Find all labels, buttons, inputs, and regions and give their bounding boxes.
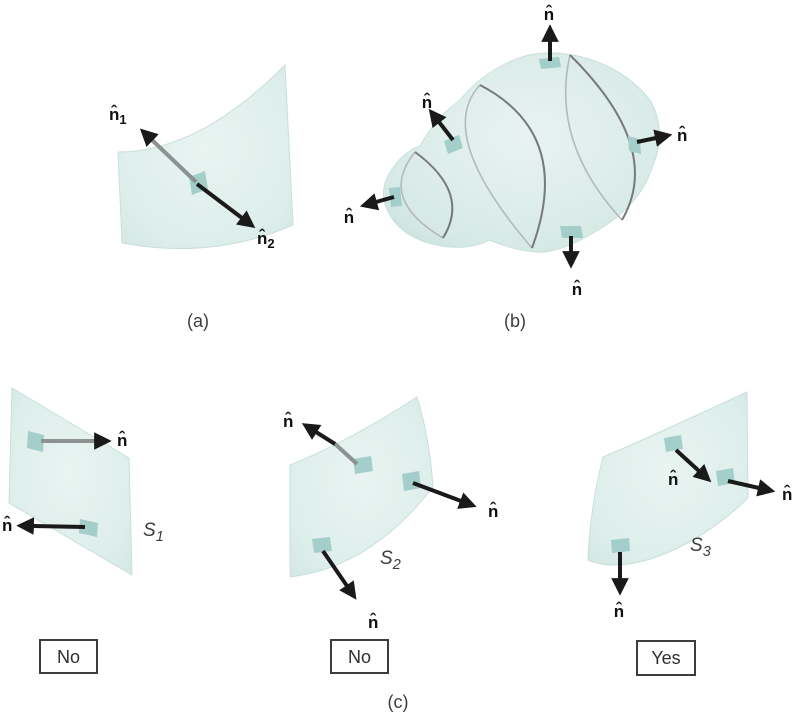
normal-label: n̂ — [614, 601, 624, 621]
normal-label: n̂ — [344, 207, 354, 227]
answer-box — [636, 640, 696, 676]
surface-label-s3: S3 — [690, 535, 711, 560]
normal-base-patch — [353, 456, 373, 474]
label-base: S — [690, 535, 703, 556]
label-base: S — [380, 548, 393, 569]
normal-label: n̂ — [488, 501, 498, 521]
normal-arrow — [428, 108, 455, 142]
normal-label: n̂ — [668, 469, 678, 489]
surface-s2 — [289, 396, 434, 578]
normal-label: n̂ — [782, 484, 792, 504]
slice-curve-left-light — [400, 151, 444, 239]
caption-c: (c) — [388, 692, 409, 712]
label-subscript: 3 — [703, 544, 711, 560]
normal-arrow — [674, 448, 712, 483]
normal-base-patch — [402, 471, 421, 491]
normal-base-patch — [611, 538, 630, 553]
label-base: S — [143, 520, 156, 541]
normal-base-patch — [444, 135, 463, 154]
normal-base-patch — [79, 519, 98, 537]
answer-label: No — [348, 647, 371, 667]
normal-arrow — [359, 193, 395, 211]
normal-base-patch — [664, 435, 683, 452]
slice-curve-middle-dark — [479, 84, 546, 249]
caption-b: (b) — [504, 311, 526, 331]
panel-a: n̂1 n̂2 (a) — [109, 63, 294, 331]
label-n2: n̂2 — [257, 228, 275, 251]
normal-arrow — [727, 479, 776, 497]
blob-surface — [383, 52, 660, 253]
normal-label: n̂ — [117, 430, 127, 450]
normal-arrow — [321, 549, 357, 600]
normal-arrow-front — [195, 182, 256, 229]
label-base: n̂ — [257, 228, 267, 248]
surface-label-s2: S2 — [380, 548, 401, 573]
normal-label: n̂ — [2, 515, 12, 535]
surface-label-s1: S1 — [143, 520, 164, 545]
label-subscript: 2 — [392, 557, 401, 573]
caption-a: (a) — [187, 311, 209, 331]
surface-a — [117, 63, 294, 250]
slice-curve-right-light — [564, 54, 623, 221]
surface-s3-group: n̂ n̂ n̂ S3 Yes — [587, 391, 792, 676]
label-subscript: 1 — [156, 529, 164, 545]
normal-label: n̂ — [677, 125, 687, 145]
normal-arrow — [412, 481, 477, 509]
surface-s1 — [8, 387, 133, 576]
answer-box — [330, 639, 389, 674]
normal-arrow — [16, 517, 86, 535]
normal-base-patch — [312, 537, 332, 553]
panel-b: n̂ n̂ n̂ n̂ n̂ (b) — [344, 4, 688, 331]
normal-label: n̂ — [572, 279, 582, 299]
normal-base-patch — [27, 431, 44, 452]
answer-box — [39, 639, 98, 674]
normal-base-patch — [560, 226, 583, 238]
slice-curve-left-dark — [414, 151, 454, 239]
label-n1: n̂1 — [109, 104, 127, 127]
normal-label: n̂ — [283, 411, 293, 431]
normal-label: n̂ — [422, 92, 432, 112]
panel-c: n̂ n̂ S1 No n̂ n̂ n̂ S2 No — [2, 387, 792, 712]
surface-s2-group: n̂ n̂ n̂ S2 No — [283, 396, 498, 674]
slice-curve-middle-light — [464, 84, 533, 249]
label-subscript: 2 — [267, 236, 274, 251]
answer-label: No — [57, 647, 80, 667]
normal-arrow — [301, 423, 337, 446]
answer-label: Yes — [651, 648, 680, 668]
normal-arrow — [636, 129, 673, 147]
normal-label: n̂ — [544, 4, 554, 24]
label-base: n̂ — [109, 104, 119, 124]
normal-label: n̂ — [368, 612, 378, 632]
normal-base-patch — [539, 57, 561, 69]
normal-arrow-back — [139, 128, 198, 184]
normal-base-patch — [389, 187, 402, 207]
normal-arrow-back — [332, 441, 359, 466]
surface-s1-group: n̂ n̂ S1 No — [2, 387, 164, 674]
label-subscript: 1 — [119, 112, 126, 127]
surface-s3 — [587, 391, 749, 566]
